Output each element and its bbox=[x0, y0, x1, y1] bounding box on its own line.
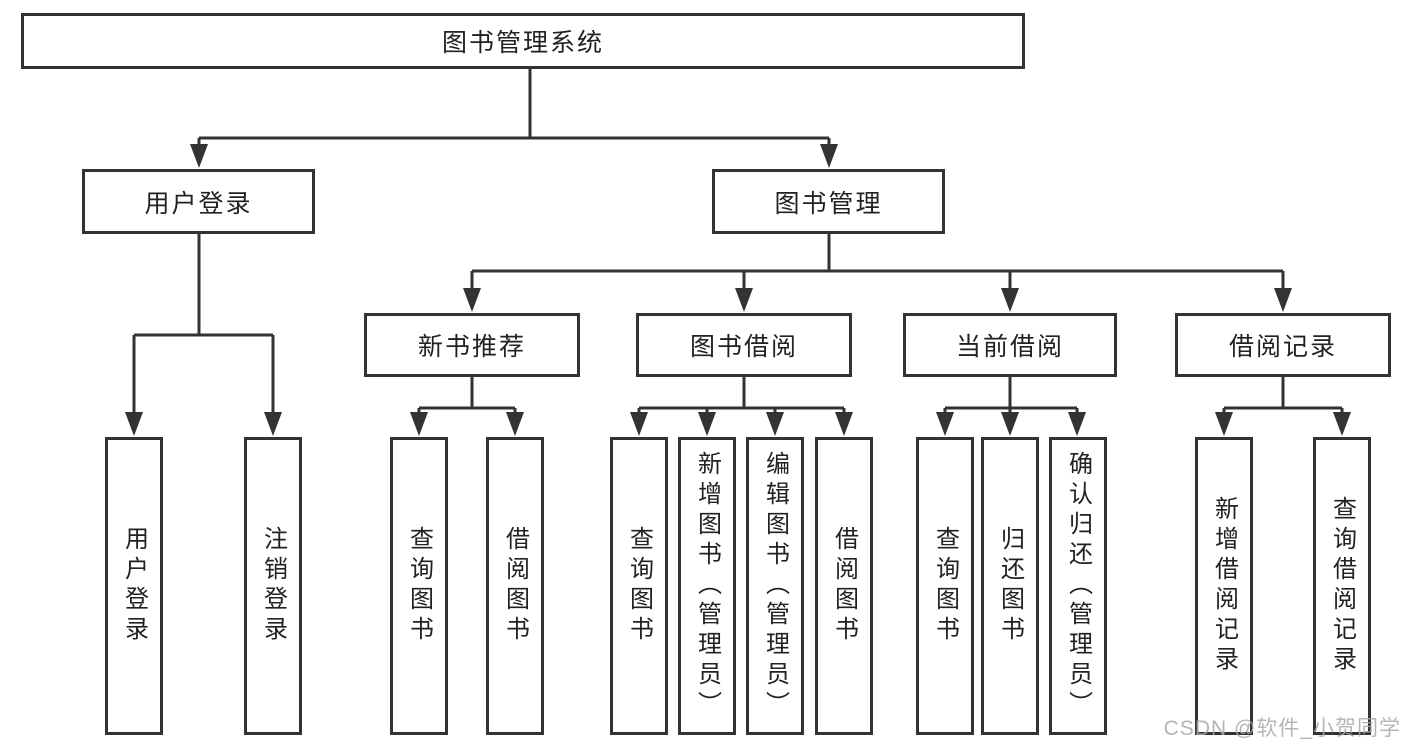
leaf-user-login-label: 用户登录 bbox=[120, 526, 148, 646]
leaf-query-books-recommend: 查询图书 bbox=[390, 437, 448, 735]
node-book-management: 图书管理 bbox=[712, 169, 945, 234]
leaf-borrow-books-borrow: 借阅图书 bbox=[815, 437, 873, 735]
csdn-watermark: CSDN @软件_小贺同学 bbox=[1163, 717, 1401, 740]
leaf-borrow-books-recommend: 借阅图书 bbox=[486, 437, 544, 735]
leaf-add-books-admin-label: 新增图书（管理员） bbox=[693, 451, 721, 721]
leaf-add-borrow-record: 新增借阅记录 bbox=[1195, 437, 1253, 735]
leaf-query-books-current: 查询图书 bbox=[916, 437, 974, 735]
leaf-confirm-return-admin-label: 确认归还（管理员） bbox=[1064, 451, 1092, 721]
leaf-borrow-books-recommend-label: 借阅图书 bbox=[501, 526, 529, 646]
leaf-logout-label: 注销登录 bbox=[259, 526, 287, 646]
arrowheads bbox=[125, 144, 1351, 436]
node-library-management-system: 图书管理系统 bbox=[21, 13, 1025, 69]
leaf-query-borrow-record: 查询借阅记录 bbox=[1313, 437, 1371, 735]
leaf-edit-books-admin-label: 编辑图书（管理员） bbox=[761, 451, 789, 721]
leaf-return-books: 归还图书 bbox=[981, 437, 1039, 735]
leaf-return-books-label: 归还图书 bbox=[996, 526, 1024, 646]
node-user-login: 用户登录 bbox=[82, 169, 315, 234]
leaf-query-books-current-label: 查询图书 bbox=[931, 526, 959, 646]
leaf-logout: 注销登录 bbox=[244, 437, 302, 735]
leaf-query-books-borrow: 查询图书 bbox=[610, 437, 668, 735]
leaf-add-borrow-record-label: 新增借阅记录 bbox=[1210, 496, 1238, 676]
leaf-user-login: 用户登录 bbox=[105, 437, 163, 735]
leaf-add-books-admin: 新增图书（管理员） bbox=[678, 437, 736, 735]
leaf-edit-books-admin: 编辑图书（管理员） bbox=[746, 437, 804, 735]
node-new-book-recommendation: 新书推荐 bbox=[364, 313, 580, 377]
node-borrowing-records: 借阅记录 bbox=[1175, 313, 1391, 377]
leaf-borrow-books-borrow-label: 借阅图书 bbox=[830, 526, 858, 646]
connector-shafts bbox=[132, 69, 1344, 415]
leaf-query-borrow-record-label: 查询借阅记录 bbox=[1328, 496, 1356, 676]
leaf-query-books-borrow-label: 查询图书 bbox=[625, 526, 653, 646]
leaf-query-books-recommend-label: 查询图书 bbox=[405, 526, 433, 646]
node-book-borrowing: 图书借阅 bbox=[636, 313, 852, 377]
leaf-confirm-return-admin: 确认归还（管理员） bbox=[1049, 437, 1107, 735]
node-current-borrowing: 当前借阅 bbox=[903, 313, 1117, 377]
